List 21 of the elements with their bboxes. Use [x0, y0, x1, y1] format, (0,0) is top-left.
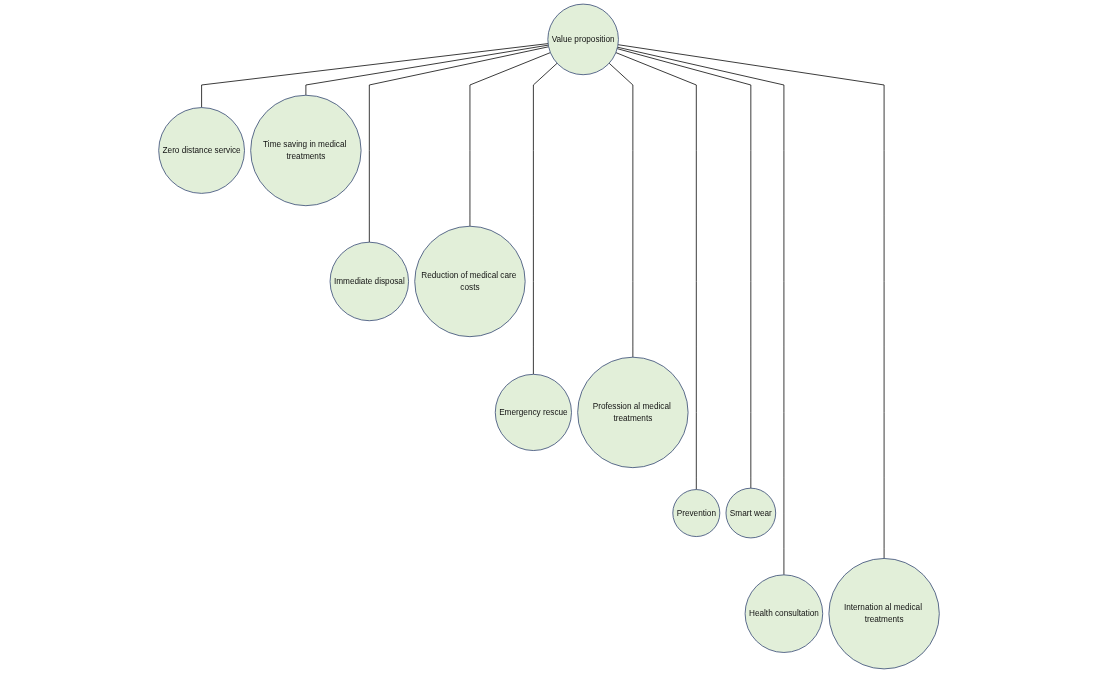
connector	[469, 52, 551, 227]
connector	[615, 52, 697, 490]
connector	[617, 44, 885, 559]
node-circle: Reduction of medical care costs	[414, 225, 526, 338]
node-circle: Health consultation	[744, 574, 824, 653]
connector	[201, 43, 549, 108]
node-circle: Profession al medical treatments	[577, 356, 689, 469]
node-circle: Emergency rescue	[494, 373, 572, 451]
connector	[533, 62, 558, 375]
node-circle: Internation al medical treatments	[828, 558, 940, 670]
node-circle: Smart wear	[725, 487, 777, 539]
connector	[305, 44, 549, 96]
node-circle: Zero distance service	[158, 107, 245, 194]
node-circle: Immediate disposal	[329, 241, 409, 322]
node-circle: Prevention	[672, 489, 721, 537]
node-circle: Time saving in medical treatments	[250, 94, 362, 207]
connector	[616, 48, 752, 489]
connector	[608, 62, 634, 358]
node-circle: Value proposition	[547, 3, 619, 76]
connector	[368, 46, 549, 243]
connector	[617, 46, 785, 576]
